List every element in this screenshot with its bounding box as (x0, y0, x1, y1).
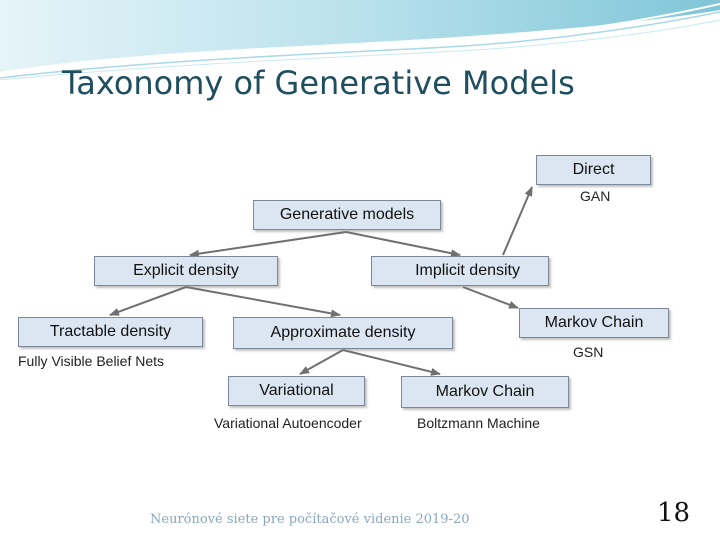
node-generative-models: Generative models (253, 200, 441, 230)
node-markov-chain-implicit: Markov Chain (519, 308, 669, 338)
node-approximate-density: Approximate density (233, 317, 453, 349)
edge-root-explicit (189, 231, 347, 258)
footer-course-name: Neurónové siete pre počítačové videnie 2… (150, 512, 470, 527)
edge-root-implicit (345, 231, 461, 258)
node-direct: Direct (536, 155, 651, 185)
tractable-example: Fully Visible Belief Nets (18, 353, 165, 369)
variational-example: Variational Autoencoder (214, 415, 362, 431)
markov-implicit-example: GSN (573, 344, 604, 360)
node-tractable-density-label: Tractable density (49, 323, 172, 340)
edge-implicit-markov (462, 286, 519, 309)
markov-explicit-example: Boltzmann Machine (417, 415, 540, 431)
node-variational: Variational (228, 376, 365, 406)
node-approximate-density-label: Approximate density (270, 324, 416, 341)
edge-explicit-tractable (109, 286, 187, 316)
edge-implicit-direct (502, 186, 533, 256)
node-explicit-density-label: Explicit density (133, 262, 239, 279)
node-markov-chain-explicit: Markov Chain (401, 376, 569, 408)
header-banner (0, 0, 720, 80)
slide-title: Taxonomy of Generative Models (62, 64, 575, 102)
node-direct-label: Direct (572, 161, 615, 178)
direct-example: GAN (580, 188, 611, 204)
edge-approx-markov (342, 349, 441, 376)
node-tractable-density: Tractable density (18, 317, 203, 347)
node-explicit-density: Explicit density (94, 256, 278, 286)
node-variational-label: Variational (259, 382, 334, 399)
node-implicit-density: Implicit density (371, 256, 549, 286)
node-markov-chain-implicit-label: Markov Chain (544, 314, 644, 331)
edge-explicit-approximate (185, 286, 341, 318)
node-implicit-density-label: Implicit density (415, 262, 520, 279)
page-number: 18 (657, 498, 691, 528)
node-generative-models-label: Generative models (279, 206, 415, 223)
edge-approx-variational (299, 349, 344, 375)
node-markov-chain-explicit-label: Markov Chain (435, 383, 535, 400)
